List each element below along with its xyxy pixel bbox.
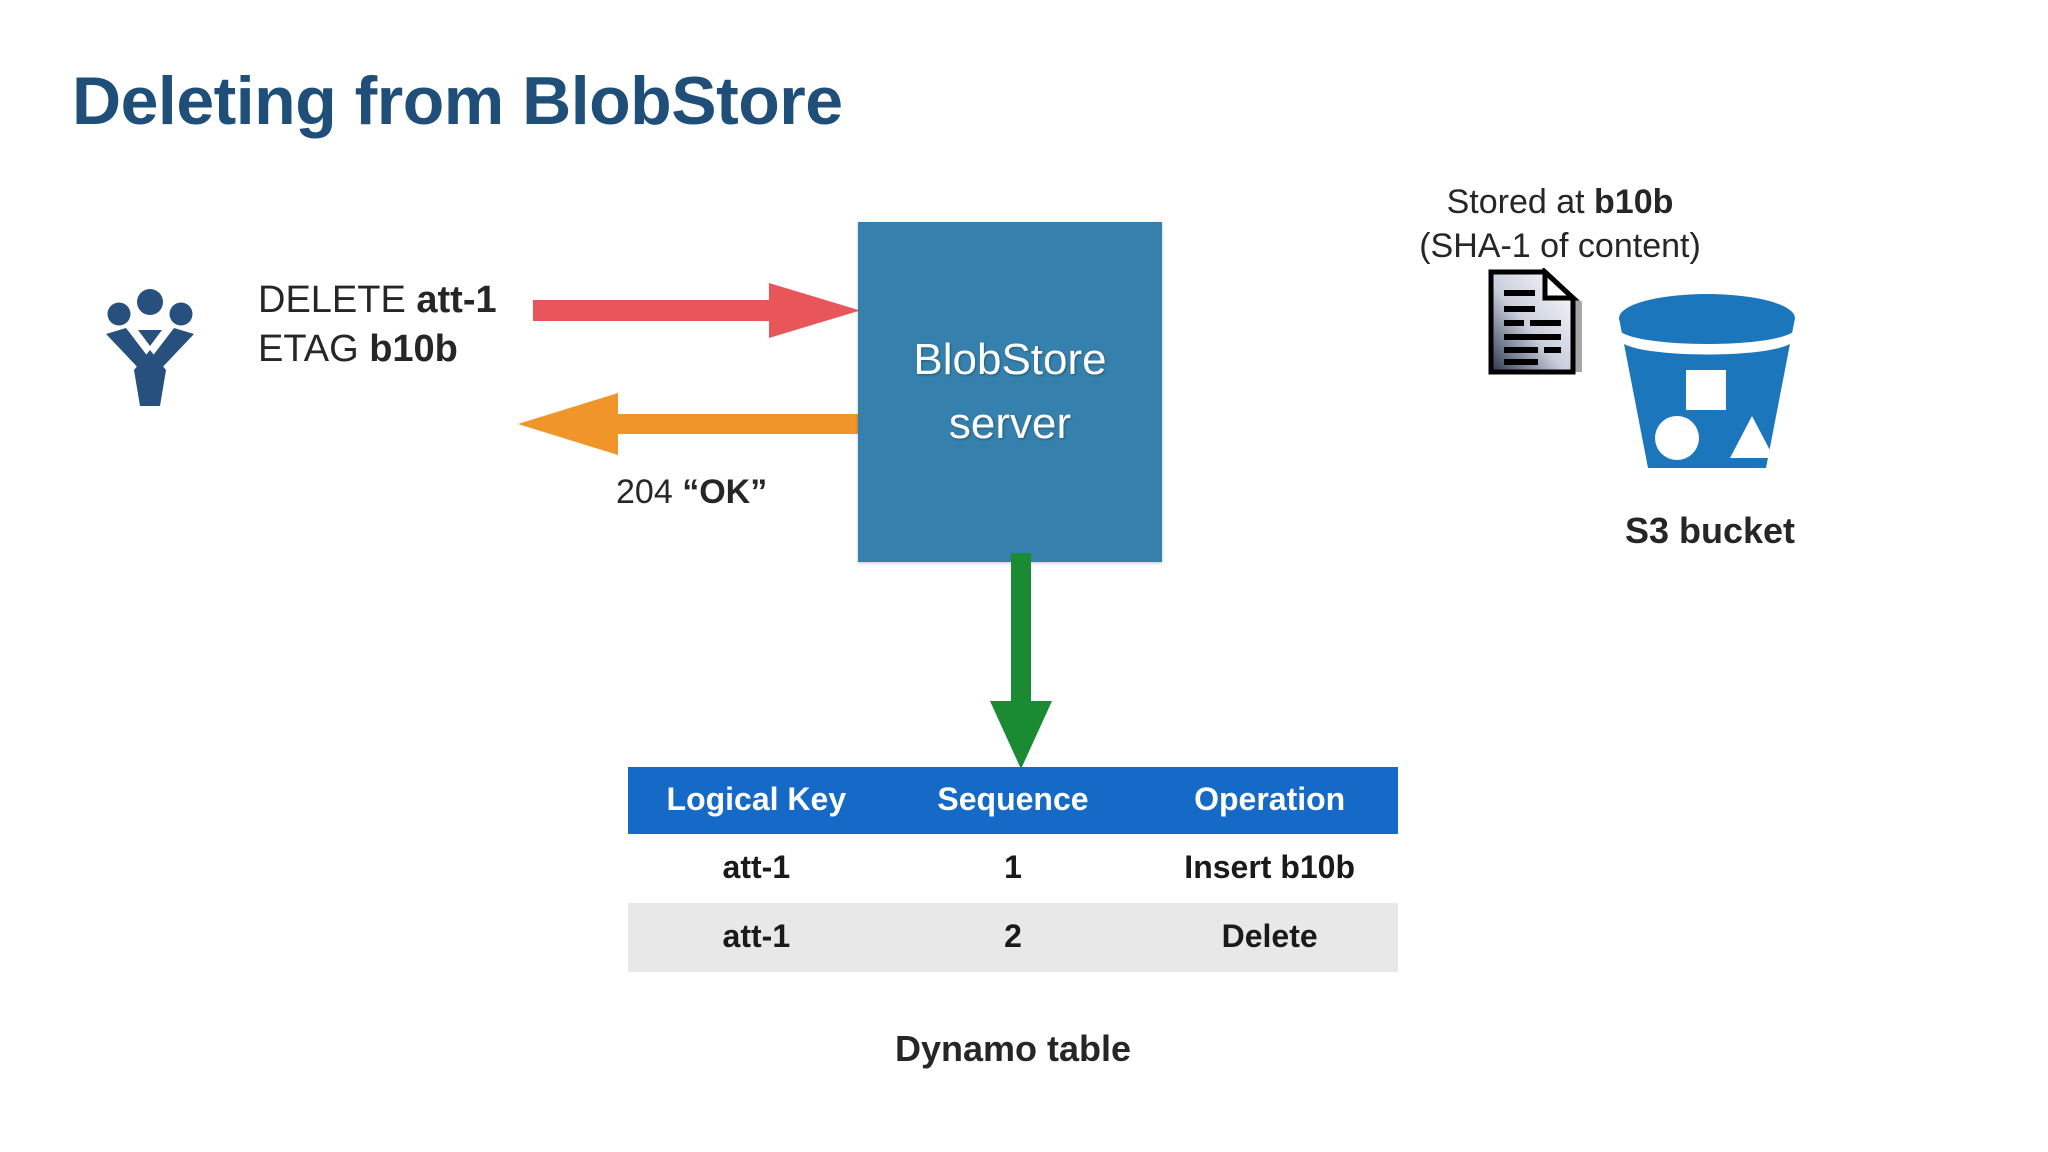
server-line-2: server: [948, 399, 1072, 448]
delete-request-label: DELETE att-1 ETAG b10b: [258, 276, 497, 374]
dynamo-table: Logical Key Sequence Operation att-1 1 I…: [628, 767, 1398, 972]
table-header-row: Logical Key Sequence Operation: [628, 767, 1398, 834]
cell-sequence: 1: [884, 834, 1142, 903]
request-etag-value: b10b: [369, 328, 458, 370]
request-method-label: DELETE: [258, 279, 417, 321]
page-title: Deleting from BlobStore: [72, 63, 843, 139]
request-etag-label: ETAG: [258, 328, 370, 370]
table-row: att-1 2 Delete: [628, 903, 1398, 972]
stored-at-note: Stored at b10b (SHA-1 of content): [1350, 180, 1770, 268]
sha1-note: (SHA-1 of content): [1419, 227, 1701, 265]
blobstore-server-box: BlobStore server: [858, 222, 1162, 562]
s3-bucket-label: S3 bucket: [1624, 510, 1796, 551]
request-key-value: att-1: [416, 279, 497, 321]
table-row: att-1 1 Insert b10b: [628, 834, 1398, 903]
column-header-logical-key: Logical Key: [628, 767, 885, 834]
cell-operation: Delete: [1141, 903, 1398, 972]
response-code: 204: [616, 473, 683, 511]
stored-at-value: b10b: [1594, 183, 1674, 221]
dynamo-table-caption: Dynamo table: [894, 1028, 1132, 1069]
column-header-operation: Operation: [1141, 767, 1398, 834]
stored-at-label: Stored at: [1446, 183, 1595, 221]
users-icon: [100, 288, 200, 408]
response-text: “OK”: [682, 473, 768, 511]
dynamo-write-arrow: [990, 553, 1052, 769]
cell-sequence: 2: [884, 903, 1142, 972]
server-line-1: BlobStore: [913, 335, 1107, 384]
cell-operation: Insert b10b: [1141, 834, 1398, 903]
cell-logical-key: att-1: [628, 903, 885, 972]
blobstore-server-label: BlobStore server: [913, 328, 1106, 456]
document-icon: [1487, 266, 1583, 380]
response-status-label: 204 “OK”: [616, 473, 767, 512]
cell-logical-key: att-1: [628, 834, 885, 903]
s3-bucket-icon: [1614, 292, 1800, 472]
column-header-sequence: Sequence: [884, 767, 1142, 834]
delete-request-arrow: [533, 283, 860, 338]
response-arrow: [518, 393, 860, 455]
